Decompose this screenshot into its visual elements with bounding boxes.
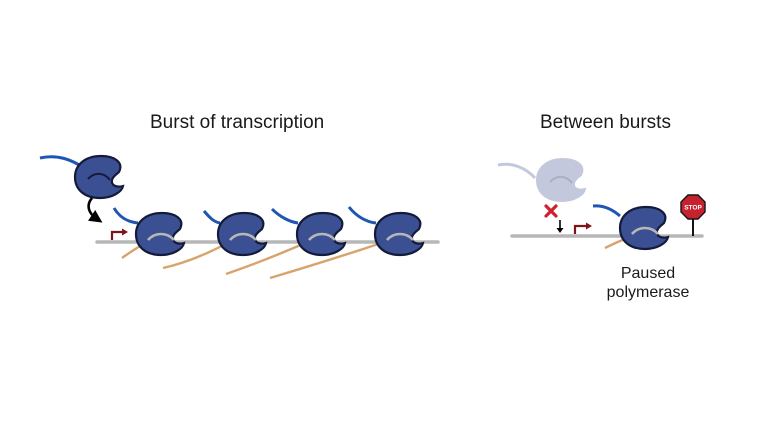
caption-line-2: polymerase xyxy=(606,284,690,301)
burst-panel-title: Burst of transcription xyxy=(150,112,325,133)
promoter-arrow-icon xyxy=(110,230,124,240)
promoter-arrow-icon xyxy=(573,224,588,234)
polymerase-icon xyxy=(134,211,186,257)
ghost-template-strand xyxy=(497,162,537,180)
paused-polymerase-icon xyxy=(618,205,670,251)
template-strand-4 xyxy=(347,206,377,225)
between-panel: STOP xyxy=(497,158,706,251)
polymerase-icon xyxy=(373,211,425,257)
template-strand-1 xyxy=(112,207,139,225)
polymerase-icon xyxy=(295,211,347,257)
template-strand-2 xyxy=(202,210,221,225)
burst-panel xyxy=(39,154,440,280)
promoter-arrowhead xyxy=(122,228,128,236)
stop-sign-text: STOP xyxy=(684,205,702,212)
ghost-polymerase-icon xyxy=(536,158,586,202)
promoter-arrowhead xyxy=(586,222,592,230)
polymerase-icon xyxy=(216,211,268,257)
polymerase-icon xyxy=(73,154,125,200)
curved-arrow-icon xyxy=(87,197,103,223)
between-panel-title: Between bursts xyxy=(540,112,671,133)
paused-polymerase-caption: Paused polymerase xyxy=(588,264,708,302)
blocked-arrowhead xyxy=(556,228,564,233)
stop-sign-icon: STOP xyxy=(680,194,706,236)
caption-line-1: Paused xyxy=(620,265,676,282)
paused-template-strand xyxy=(592,204,621,218)
blocked-x-icon xyxy=(544,204,558,218)
template-strand-3 xyxy=(270,207,299,225)
